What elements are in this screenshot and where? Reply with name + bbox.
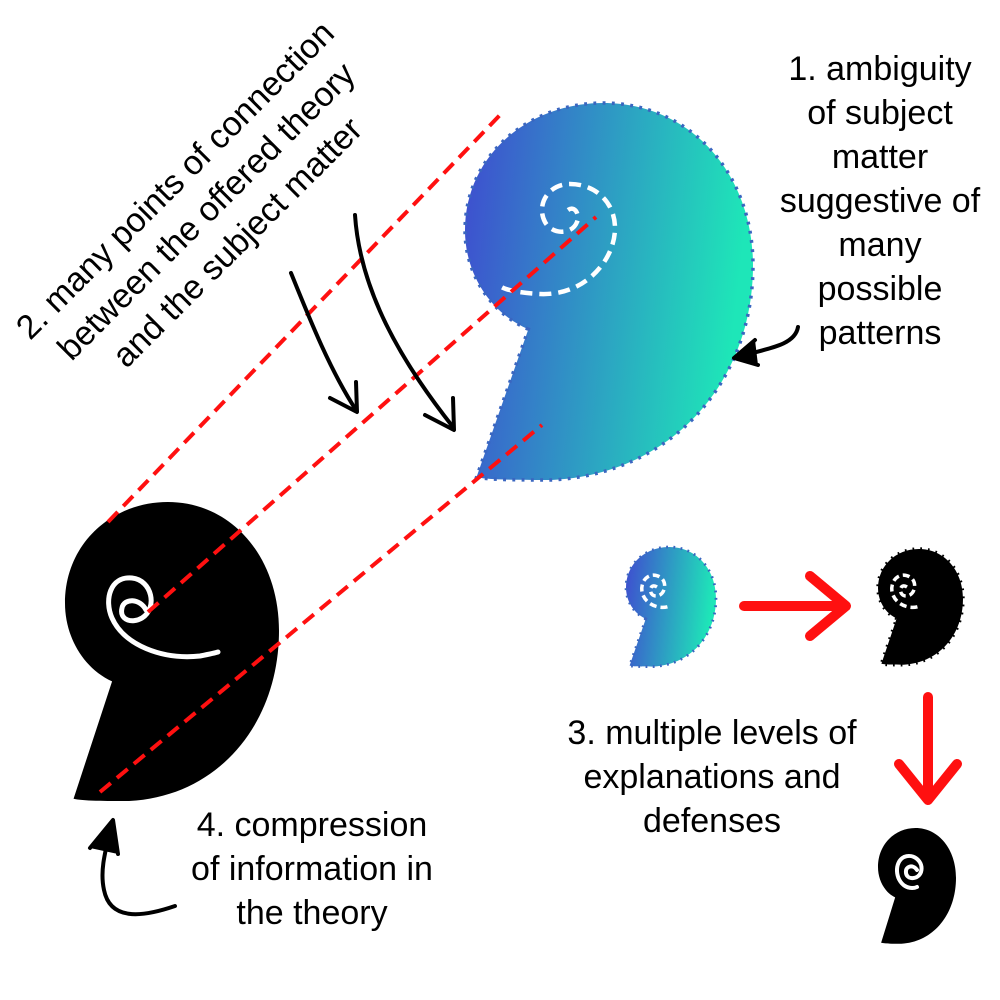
small-theory-dotted-spiral [890, 573, 921, 610]
ambiguity-label-line: of subject [807, 94, 953, 132]
connection-lines [98, 113, 598, 794]
connection-line-bottom [98, 423, 544, 794]
connection-label: 2. many points of connection between the… [9, 14, 370, 375]
connection-line-middle [146, 215, 598, 614]
right-arrow-icon [805, 571, 851, 641]
small-theory-dotted-shell [876, 547, 965, 667]
arrowhead-icon [732, 338, 760, 367]
curved-arrow-icon [353, 213, 455, 429]
compression-label-line: of information in [191, 850, 433, 888]
theory-spiral [106, 575, 221, 660]
curved-arrow-icon [289, 271, 358, 412]
ambiguity-label-line: 1. ambiguity [788, 50, 971, 88]
small-subject-spiral [640, 573, 671, 610]
down-arrow-icon [894, 759, 962, 805]
ambiguity-label-line: possible [818, 270, 943, 308]
connection-label-line: and the subject matter [105, 110, 370, 375]
arrowhead-icon [328, 380, 359, 414]
level-arrows [739, 571, 962, 805]
ambiguity-label: 1. ambiguity of subject matter suggestiv… [780, 50, 981, 352]
arrowhead-icon [423, 396, 456, 432]
ambiguity-label-line: suggestive of [780, 182, 981, 220]
theory-shell [65, 502, 279, 801]
compression-label-line: the theory [236, 894, 387, 932]
connection-label-line: between the offered theory [50, 55, 362, 367]
small-subject-shell [624, 545, 718, 668]
compression-label: 4. compression of information in the the… [191, 806, 433, 932]
ambiguity-label-line: matter [832, 138, 928, 176]
levels-label-line: 3. multiple levels of [567, 714, 857, 752]
compression-arrow [88, 818, 177, 917]
levels-label-line: defenses [643, 802, 781, 840]
ambiguity-label-line: many [838, 226, 921, 264]
connection-line-top [106, 113, 502, 524]
subject-matter-spiral [498, 181, 618, 297]
ambiguity-label-line: patterns [819, 314, 942, 352]
compression-label-line: 4. compression [197, 806, 428, 844]
ambiguity-arrow [732, 325, 800, 367]
levels-label: 3. multiple levels of explanations and d… [567, 714, 857, 840]
arrowhead-icon [88, 818, 120, 856]
levels-label-line: explanations and [583, 758, 840, 796]
connection-arrows [289, 213, 456, 432]
small-theory-spiral [895, 854, 924, 890]
